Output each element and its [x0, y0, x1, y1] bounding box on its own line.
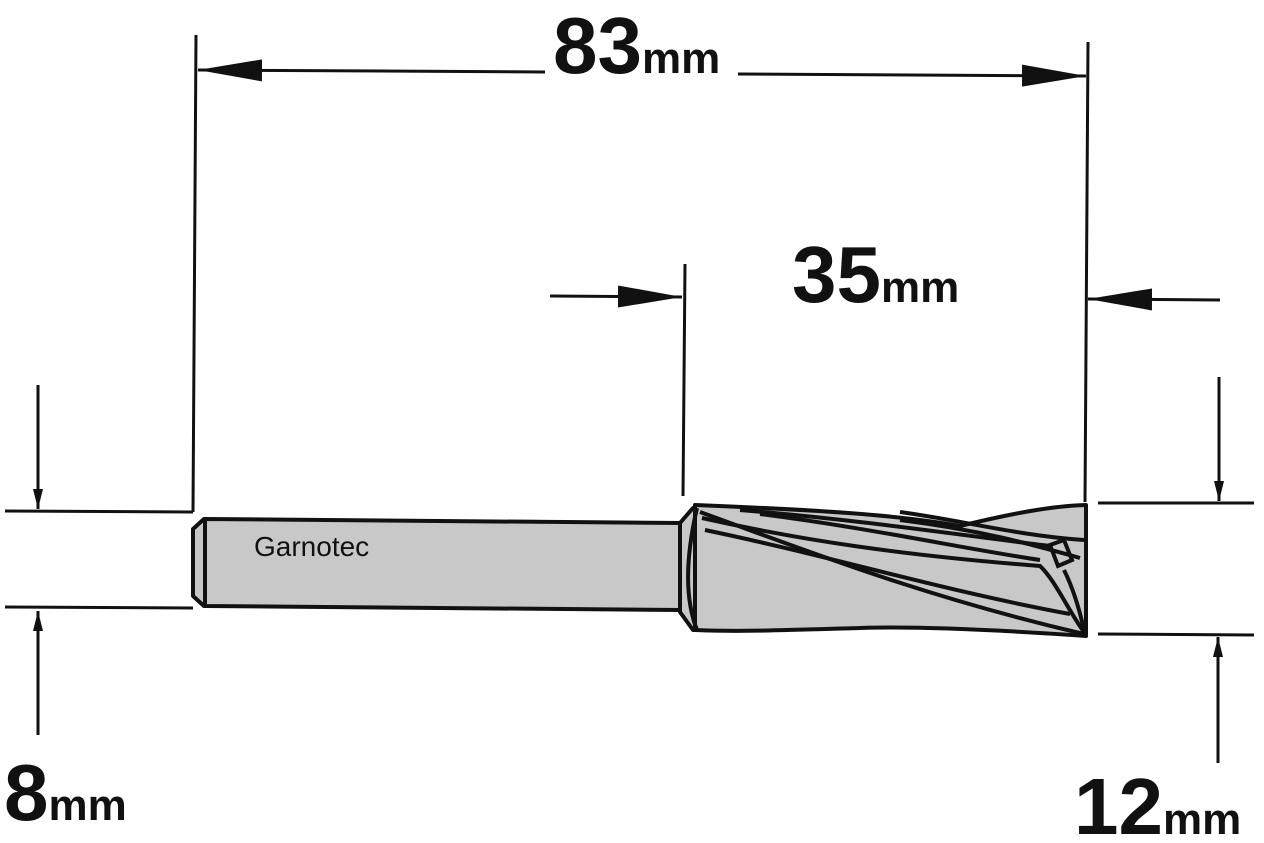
brand-label: Garnotec — [254, 531, 369, 562]
overall-length-label: 83mm — [553, 1, 720, 90]
cutting-length-dimension: 35mm — [549, 230, 1221, 497]
dimension-arrow-right — [737, 64, 1087, 87]
cutting-diameter-value: 12 — [1074, 762, 1163, 843]
router-bit: Garnotec — [191, 503, 1088, 638]
extension-line-shank-bottom — [4, 605, 194, 610]
cutting-diameter-dimension: 12mm — [1074, 377, 1255, 843]
overall-length-dimension: 83mm — [191, 1, 1090, 513]
extension-line-right — [1083, 41, 1090, 503]
shank-diameter-dimension: 8mm — [4, 385, 194, 837]
shank-diameter-label: 8mm — [4, 748, 127, 837]
cut-length-arrow-right — [1087, 288, 1221, 311]
cutting-length-label: 35mm — [792, 230, 959, 319]
extension-line-cut-start — [681, 263, 687, 497]
overall-length-unit: mm — [642, 34, 720, 83]
extension-line-shank-top — [4, 509, 194, 514]
flute-helix-lines — [686, 507, 1086, 636]
cutting-diameter-label: 12mm — [1074, 762, 1241, 843]
shank-diameter-value: 8 — [4, 748, 49, 837]
extension-line-left — [191, 34, 198, 513]
cutting-length-value: 35 — [792, 230, 881, 319]
cut-length-arrow-left — [549, 285, 683, 308]
shank-diameter-unit: mm — [49, 781, 127, 830]
extension-line-cut-bottom — [1097, 632, 1255, 637]
dimension-arrow-left — [197, 59, 546, 82]
overall-length-value: 83 — [553, 1, 642, 90]
cutting-length-unit: mm — [881, 263, 959, 312]
cutting-diameter-unit: mm — [1163, 795, 1241, 843]
